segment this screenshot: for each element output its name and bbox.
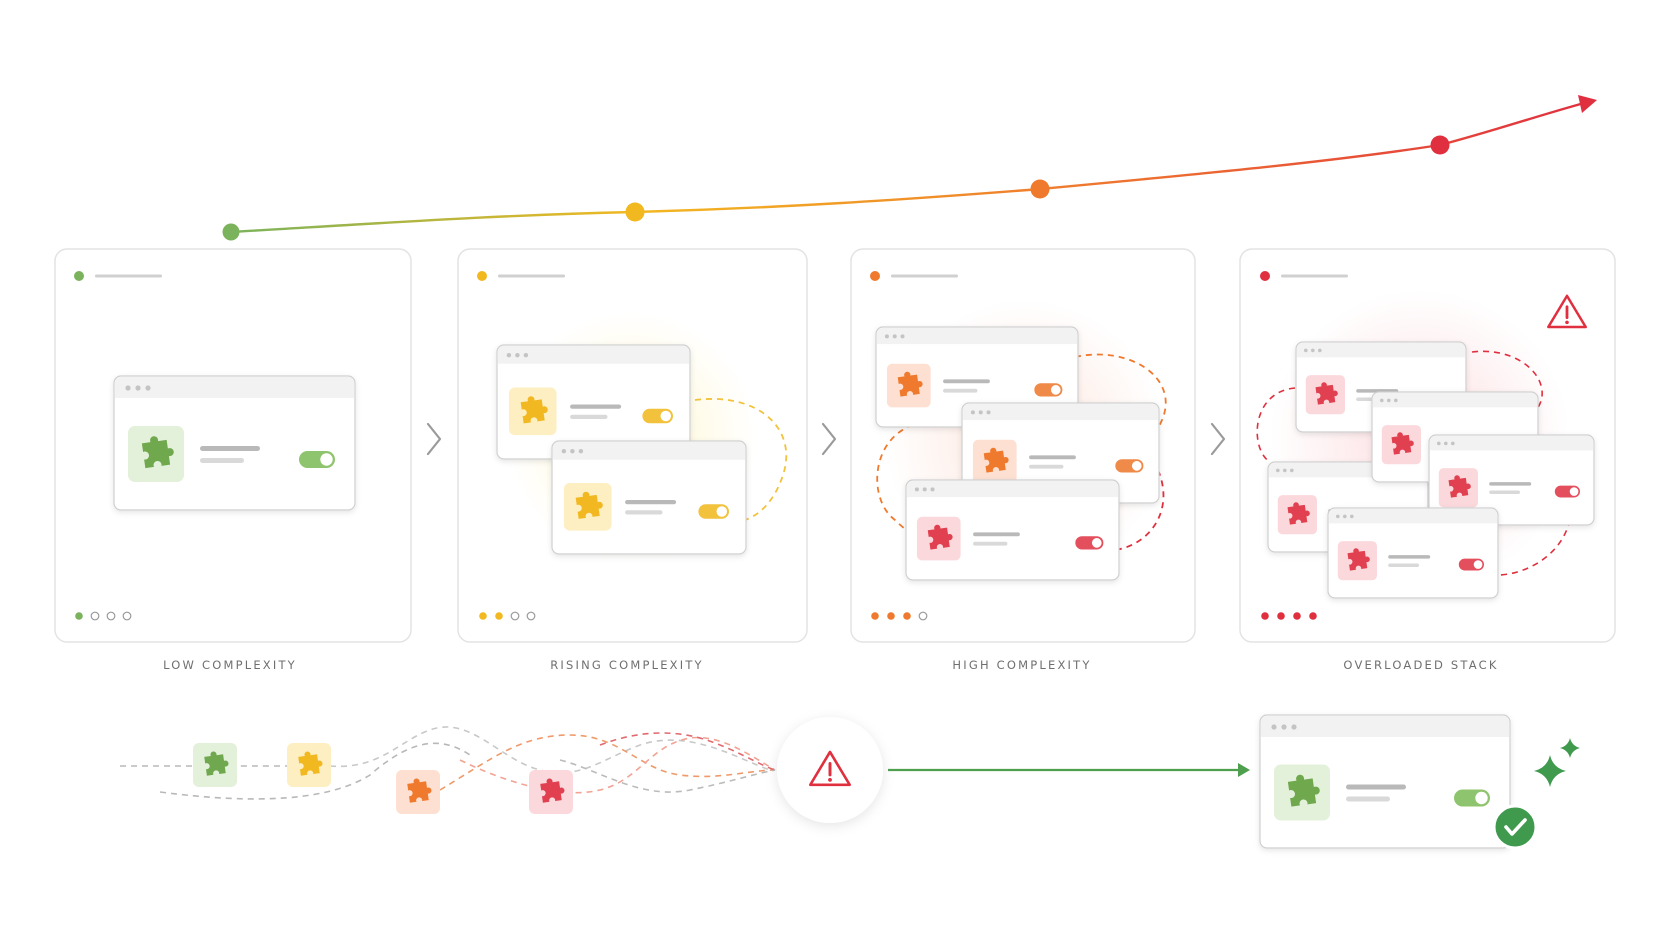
stage-label-overloaded: OVERLOADED STACK [1343, 658, 1499, 672]
flow-line [159, 742, 471, 800]
dashed-connection [1256, 387, 1296, 463]
checkmark-circle-icon [1492, 804, 1538, 850]
dashed-connection [1114, 469, 1165, 551]
progress-dot [75, 612, 83, 620]
flow-line [599, 732, 776, 771]
growth-point-overloaded [1430, 135, 1450, 155]
growth-curve-arrowhead [1578, 95, 1597, 113]
progress-dot [1293, 612, 1301, 620]
stage-progress-dots [75, 611, 1317, 621]
progress-dot [871, 612, 879, 620]
extension-card [1259, 714, 1511, 849]
complexity-growth-curve [222, 95, 1597, 241]
chevron-right-icon [1210, 422, 1226, 456]
resolution-arrowhead [1238, 763, 1250, 777]
chevron-right-icon [821, 422, 837, 456]
extension-cards [113, 326, 1595, 599]
progress-dot [479, 612, 487, 620]
extension-tile [287, 743, 331, 787]
progress-dot [495, 612, 503, 620]
flow-line [559, 759, 776, 793]
resolution-flow [120, 714, 1580, 850]
dashed-connection [694, 398, 788, 521]
resolved-extension-card [1259, 714, 1511, 849]
progress-dot [106, 611, 116, 621]
progress-dot [1261, 612, 1269, 620]
dashed-connection [1471, 350, 1543, 421]
stage-label-rising: RISING COMPLEXITY [550, 658, 704, 672]
growth-point-high [1030, 179, 1050, 199]
progress-dot [1309, 612, 1317, 620]
progress-dot [526, 611, 536, 621]
progress-dot [903, 612, 911, 620]
chevron-right-icon [426, 422, 442, 456]
extension-tile [193, 743, 237, 787]
extension-tile [529, 770, 573, 814]
flow-line [329, 726, 771, 774]
progress-dot [1277, 612, 1285, 620]
progress-dot [122, 611, 132, 621]
flow-line [439, 734, 776, 791]
progress-dot [510, 611, 520, 621]
dashed-connection [1497, 519, 1571, 576]
extension-card [961, 402, 1160, 504]
stage-label-high: HIGH COMPLEXITY [952, 658, 1092, 672]
progress-dot [918, 611, 928, 621]
growth-curve-line [230, 100, 1589, 234]
extension-card [113, 375, 356, 511]
extension-card [905, 479, 1120, 581]
extension-card [551, 440, 747, 555]
sparkle-icon [1534, 738, 1580, 787]
stage-label-low: LOW COMPLEXITY [163, 658, 297, 672]
flow-line [459, 736, 776, 794]
growth-point-low [222, 223, 240, 241]
growth-point-rising [625, 202, 645, 222]
progress-dot [90, 611, 100, 621]
extension-card [875, 326, 1079, 428]
progress-dot [887, 612, 895, 620]
extension-card [496, 344, 691, 460]
extension-tile [396, 770, 440, 814]
extension-card [1327, 507, 1499, 599]
extension-card [1428, 434, 1595, 526]
